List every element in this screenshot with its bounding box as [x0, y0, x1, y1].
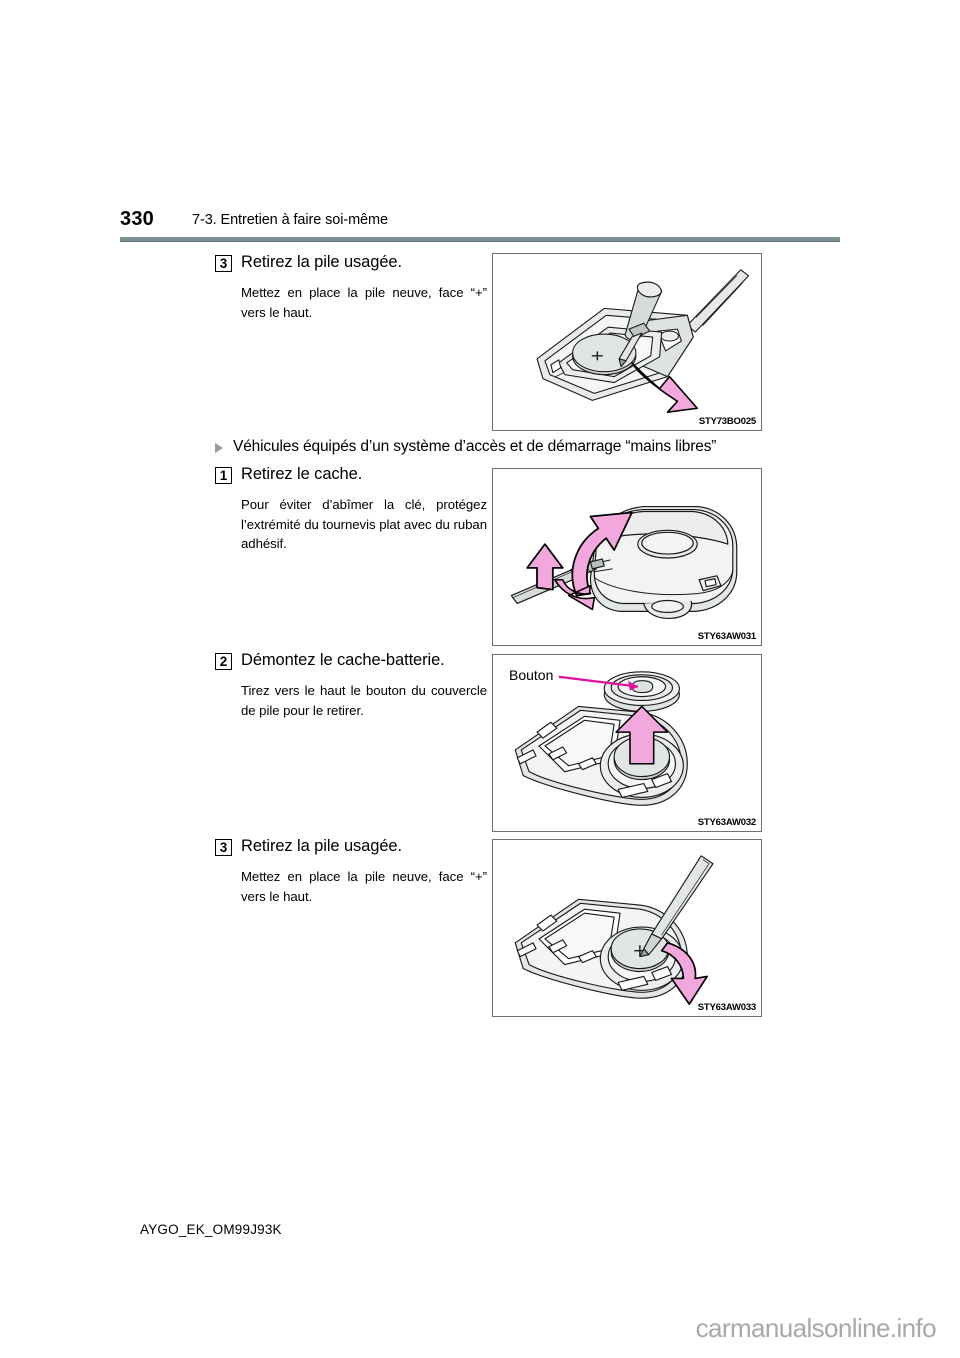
figure-1-illustration	[536, 269, 750, 413]
figure-smart-key-old-battery-removal: STY63AW033	[492, 839, 762, 1017]
page-header: 330 7-3. Entretien à faire soi-même	[120, 208, 840, 238]
step-body-text: Pour éviter d’abîmer la clé, protégez l’…	[241, 497, 487, 551]
step-block-4: 3 Retirez la pile usagée. Mettez en plac…	[215, 836, 487, 906]
step-number-badge: 2	[215, 653, 232, 670]
direction-arrow-icon	[631, 361, 698, 413]
step-heading: 2 Démontez le cache-batterie.	[215, 650, 487, 671]
page-number: 330	[120, 208, 154, 230]
step-number-badge: 3	[215, 839, 232, 856]
figure-2-illustration	[510, 505, 738, 619]
step-title: Retirez la pile usagée.	[241, 837, 402, 855]
step-number-badge: 1	[215, 467, 232, 484]
figure-smart-key-battery-cover-lift: Bouton STY63AW032	[492, 654, 762, 832]
callout-leader-line	[558, 675, 639, 691]
figure-key-battery-removal-screwdriver: STY73BO025	[492, 253, 762, 431]
figure-3-illustration	[514, 671, 688, 806]
figure-code: STY63AW031	[696, 631, 757, 642]
step-block-1: 3 Retirez la pile usagée. Mettez en plac…	[215, 252, 487, 322]
subsection-label: Véhicules équipés d’un système d’accès e…	[233, 438, 717, 455]
figure-code: STY63AW032	[696, 817, 757, 828]
triangle-right-icon	[215, 443, 223, 453]
direction-arrow-icon	[615, 705, 669, 765]
document-code: AYGO_EK_OM99J93K	[140, 1222, 282, 1237]
step-heading: 1 Retirez le cache.	[215, 464, 487, 485]
figure-smart-key-cover-removal: STY63AW031	[492, 468, 762, 646]
step-title: Retirez le cache.	[241, 465, 363, 483]
step-block-2: 1 Retirez le cache. Pour éviter d’abîmer…	[215, 464, 487, 554]
step-body-text: Mettez en place la pile neuve, face “+” …	[241, 869, 487, 904]
step-body-text: Mettez en place la pile neuve, face “+” …	[241, 285, 487, 320]
figure-code: STY63AW033	[696, 1002, 757, 1013]
header-divider	[120, 237, 840, 242]
figure-4-illustration	[514, 855, 714, 1005]
step-block-3: 2 Démontez le cache-batterie. Tirez vers…	[215, 650, 487, 720]
direction-arrow-icon	[660, 941, 708, 1005]
step-heading: 3 Retirez la pile usagée.	[215, 252, 487, 273]
figure-callout-label: Bouton	[509, 667, 554, 683]
step-title: Retirez la pile usagée.	[241, 253, 402, 271]
section-title: 7-3. Entretien à faire soi-même	[192, 212, 388, 228]
direction-arrow-icon	[526, 511, 633, 611]
subsection-heading: Véhicules équipés d’un système d’accès e…	[215, 437, 716, 457]
step-heading: 3 Retirez la pile usagée.	[215, 836, 487, 857]
figure-code: STY73BO025	[697, 416, 757, 427]
site-watermark: carmanualsonline.info	[695, 1313, 937, 1343]
step-title: Démontez le cache-batterie.	[241, 651, 445, 669]
step-number-badge: 3	[215, 255, 232, 272]
step-body-text: Tirez vers le haut le bouton du couvercl…	[241, 683, 487, 718]
